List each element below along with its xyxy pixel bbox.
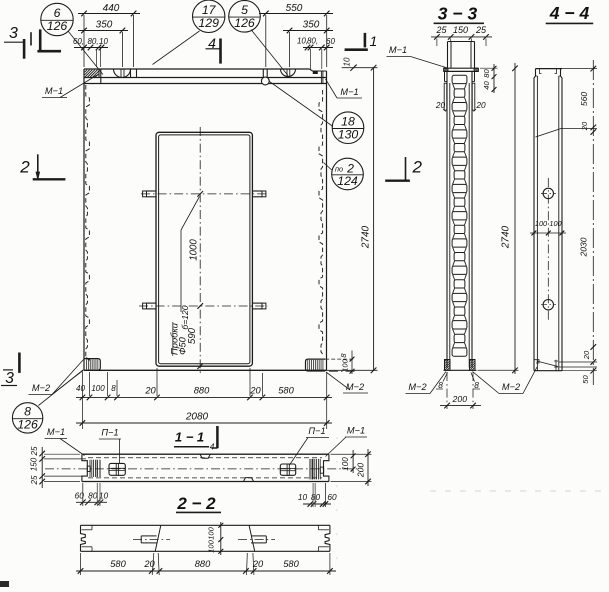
- svg-text:126: 126: [17, 418, 38, 432]
- svg-text:5: 5: [241, 3, 248, 17]
- svg-text:124: 124: [337, 174, 358, 188]
- svg-text:20: 20: [582, 350, 591, 360]
- svg-text:130: 130: [338, 127, 359, 141]
- svg-text:10: 10: [298, 492, 308, 502]
- svg-text:8: 8: [111, 384, 116, 393]
- svg-text:2 − 2: 2 − 2: [176, 494, 216, 513]
- svg-text:350: 350: [303, 19, 320, 30]
- svg-text:80: 80: [482, 69, 491, 78]
- svg-text:350: 350: [96, 19, 113, 30]
- svg-text:М−2: М−2: [346, 382, 364, 392]
- svg-text:60,: 60,: [73, 37, 84, 46]
- svg-text:200: 200: [356, 463, 366, 478]
- svg-text:150: 150: [453, 25, 468, 35]
- svg-text:Пробки: Пробки: [170, 323, 180, 355]
- svg-text:4: 4: [208, 35, 216, 51]
- svg-text:550: 550: [286, 3, 303, 14]
- svg-text:10: 10: [343, 57, 352, 66]
- svg-text:50: 50: [581, 375, 590, 384]
- svg-text:25: 25: [30, 475, 39, 485]
- svg-text:20: 20: [144, 386, 156, 396]
- svg-text:10,: 10,: [297, 37, 308, 46]
- svg-text:880: 880: [195, 559, 211, 569]
- svg-text:100: 100: [207, 539, 216, 552]
- svg-text:580: 580: [278, 386, 294, 396]
- svg-text:80: 80: [88, 490, 98, 500]
- svg-text:80,: 80,: [87, 37, 98, 46]
- svg-text:3: 3: [9, 25, 18, 42]
- svg-text:25: 25: [435, 25, 447, 35]
- svg-text:3: 3: [5, 370, 14, 387]
- svg-text:40: 40: [76, 384, 85, 393]
- svg-text:8: 8: [438, 380, 443, 390]
- svg-text:60: 60: [75, 490, 85, 500]
- svg-text:2: 2: [412, 158, 423, 177]
- svg-text:10: 10: [99, 37, 108, 46]
- svg-text:129: 129: [198, 16, 219, 30]
- svg-text:100: 100: [535, 219, 547, 228]
- svg-text:20: 20: [143, 559, 155, 569]
- svg-text:М−1: М−1: [340, 87, 358, 97]
- svg-text:по: по: [335, 165, 343, 174]
- svg-text:6: 6: [54, 6, 61, 20]
- svg-text:2: 2: [346, 162, 354, 176]
- svg-text:560: 560: [579, 92, 589, 106]
- svg-text:б=120: б=120: [180, 305, 190, 329]
- svg-text:60: 60: [327, 492, 337, 502]
- svg-text:4 − 4: 4 − 4: [549, 3, 590, 23]
- svg-text:1000: 1000: [189, 239, 200, 261]
- svg-text:4: 4: [210, 442, 215, 452]
- svg-text:200: 200: [452, 394, 468, 404]
- svg-text:880: 880: [194, 386, 210, 396]
- svg-text:2740: 2740: [361, 225, 372, 249]
- svg-text:100: 100: [207, 526, 216, 539]
- svg-text:40: 40: [482, 81, 491, 90]
- svg-text:10: 10: [99, 490, 109, 500]
- svg-text:2080: 2080: [185, 412, 209, 423]
- svg-text:М−1: М−1: [47, 427, 65, 437]
- svg-text:25: 25: [30, 446, 39, 456]
- svg-text:126: 126: [234, 16, 255, 30]
- svg-text:100: 100: [91, 384, 105, 393]
- svg-text:3 − 3: 3 − 3: [438, 4, 478, 24]
- svg-text:2740: 2740: [501, 225, 512, 249]
- svg-text:580: 580: [110, 559, 126, 569]
- svg-text:1: 1: [370, 33, 378, 49]
- svg-text:80,: 80,: [307, 37, 318, 46]
- svg-text:17: 17: [202, 3, 217, 17]
- svg-text:126: 126: [47, 19, 68, 33]
- svg-text:100: 100: [549, 219, 561, 228]
- svg-text:80: 80: [311, 492, 321, 502]
- svg-text:М−1: М−1: [389, 45, 407, 55]
- svg-text:580: 580: [283, 559, 299, 569]
- svg-text:590: 590: [187, 327, 198, 344]
- svg-text:20: 20: [435, 100, 446, 110]
- svg-text:20: 20: [249, 386, 261, 396]
- svg-text:8: 8: [474, 380, 479, 390]
- svg-text:150: 150: [30, 457, 39, 471]
- svg-text:18: 18: [341, 114, 355, 128]
- svg-text:М−1: М−1: [347, 426, 365, 436]
- svg-text:М−2: М−2: [32, 383, 50, 393]
- svg-text:8: 8: [24, 405, 31, 419]
- svg-text:М−2: М−2: [408, 382, 426, 392]
- svg-text:П−1: П−1: [308, 426, 325, 436]
- svg-text:М−1: М−1: [45, 86, 63, 96]
- svg-text:Ф50: Ф50: [178, 336, 188, 355]
- svg-text:20: 20: [580, 121, 589, 131]
- svg-text:60: 60: [326, 37, 335, 46]
- svg-text:25: 25: [475, 25, 487, 35]
- svg-text:20: 20: [475, 100, 486, 110]
- svg-text:П−1: П−1: [101, 428, 118, 438]
- svg-text:440: 440: [103, 3, 120, 14]
- svg-text:2030: 2030: [579, 237, 589, 257]
- svg-text:100: 100: [341, 358, 350, 371]
- svg-text:20: 20: [252, 559, 264, 569]
- svg-text:100: 100: [341, 457, 350, 471]
- svg-text:1 − 1: 1 − 1: [175, 430, 204, 445]
- svg-text:8: 8: [339, 353, 348, 358]
- svg-text:М−2: М−2: [502, 382, 520, 392]
- svg-text:2: 2: [19, 158, 30, 177]
